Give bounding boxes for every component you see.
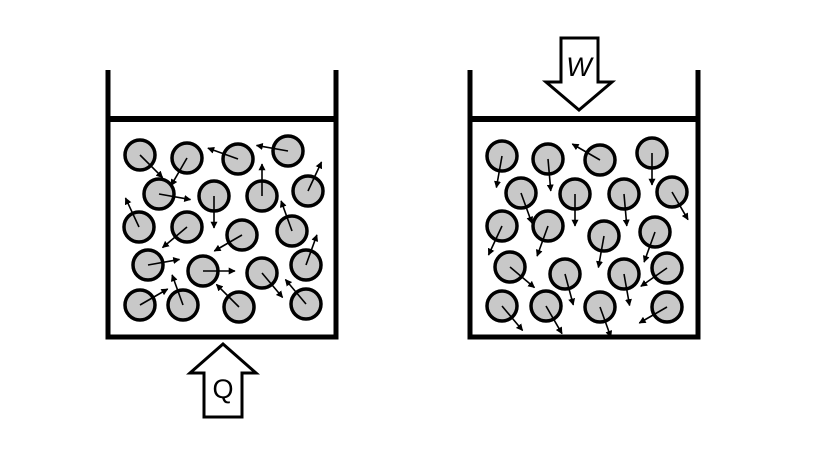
right-velocity-arrow <box>509 266 536 289</box>
work-arrow-label: W <box>566 52 594 82</box>
right-velocity-arrow <box>520 192 534 224</box>
left-velocity-arrow <box>170 157 188 187</box>
right-velocity-arrow <box>596 235 605 269</box>
right-velocity-arrow <box>623 273 632 307</box>
right-container <box>467 70 701 340</box>
left-velocity-arrow <box>147 257 181 266</box>
heat-arrow-shape <box>186 342 260 419</box>
right-velocity-arrow <box>501 305 524 332</box>
left-velocity-arrow <box>139 288 169 306</box>
left-velocity-arrow <box>307 161 323 192</box>
right-velocity-arrow <box>622 193 630 227</box>
right-container-walls <box>467 70 701 340</box>
left-velocity-arrow <box>255 143 289 152</box>
right-velocity-arrow <box>642 231 656 263</box>
left-molecules <box>122 134 325 324</box>
left-velocity-arrow <box>261 272 284 299</box>
right-velocity-arrow <box>638 306 668 324</box>
right-velocity-arrow <box>571 143 601 161</box>
left-velocity-arrow <box>215 283 240 308</box>
left-velocity-arrow <box>124 197 140 228</box>
left-container <box>105 70 339 340</box>
right-molecules <box>485 136 689 338</box>
left-velocity-arrow <box>284 278 307 305</box>
left-container-walls <box>105 70 339 340</box>
right-velocity-arrow <box>545 305 563 335</box>
work-arrow-w: W <box>541 36 617 112</box>
left-velocity-arrow <box>158 193 192 202</box>
left-velocity-arrow <box>170 274 184 306</box>
left-velocity-arrow <box>305 234 319 266</box>
right-velocity-arrow <box>599 306 613 338</box>
right-velocity-arrow <box>671 191 689 221</box>
right-velocity-arrow <box>564 273 576 306</box>
right-velocity-arrow <box>487 225 503 256</box>
right-velocity-arrow <box>535 225 549 257</box>
right-velocity-arrow <box>640 267 668 288</box>
left-velocity-arrow <box>213 234 243 252</box>
left-velocity-arrow <box>207 146 239 160</box>
heat-arrow-label: Q <box>212 374 233 404</box>
left-velocity-arrow <box>279 200 293 232</box>
right-velocity-arrow <box>546 158 554 192</box>
work-arrow-shape <box>541 36 617 112</box>
right-velocity-arrow <box>494 155 503 189</box>
left-velocity-arrow <box>161 226 188 249</box>
left-velocity-arrow <box>139 154 164 179</box>
heat-arrow-q: Q <box>186 342 260 419</box>
